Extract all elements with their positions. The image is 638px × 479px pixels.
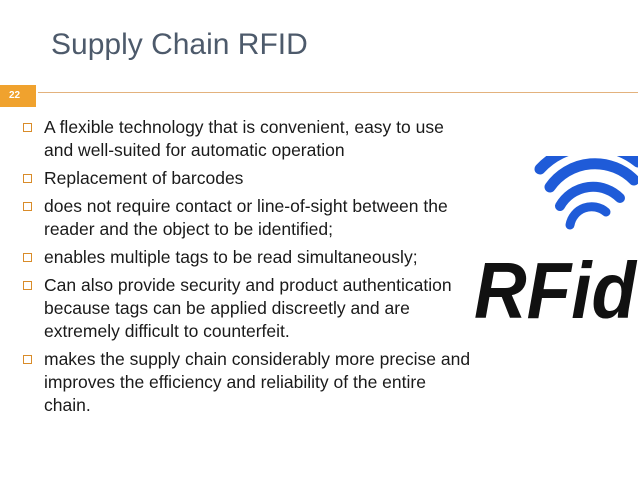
bullet-text: Can also provide security and product au… xyxy=(44,275,452,341)
rfid-logo: RFid xyxy=(474,156,638,326)
bullet-text: A flexible technology that is convenient… xyxy=(44,117,444,160)
bullet-box-icon xyxy=(23,355,32,364)
title-divider xyxy=(38,92,638,93)
bullet-text: enables multiple tags to be read simulta… xyxy=(44,247,418,267)
rfid-logo-text: RFid xyxy=(474,246,638,326)
slide-number: 22 xyxy=(0,85,36,107)
bullet-item: does not require contact or line-of-sigh… xyxy=(22,195,472,241)
bullet-item: Can also provide security and product au… xyxy=(22,274,472,343)
bullet-text: does not require contact or line-of-sigh… xyxy=(44,196,448,239)
bullet-box-icon xyxy=(23,281,32,290)
bullet-item: makes the supply chain considerably more… xyxy=(22,348,472,417)
bullet-item: A flexible technology that is convenient… xyxy=(22,116,472,162)
radio-waves-icon xyxy=(534,156,638,230)
bullet-box-icon xyxy=(23,253,32,262)
bullet-item: enables multiple tags to be read simulta… xyxy=(22,246,472,269)
slide-title: Supply Chain RFID xyxy=(51,28,308,61)
bullet-box-icon xyxy=(23,123,32,132)
bullet-box-icon xyxy=(23,174,32,183)
bullet-text: Replacement of barcodes xyxy=(44,168,244,188)
bullet-text: makes the supply chain considerably more… xyxy=(44,349,471,415)
bullet-item: Replacement of barcodes xyxy=(22,167,472,190)
bullet-list: A flexible technology that is convenient… xyxy=(22,116,472,422)
bullet-box-icon xyxy=(23,202,32,211)
